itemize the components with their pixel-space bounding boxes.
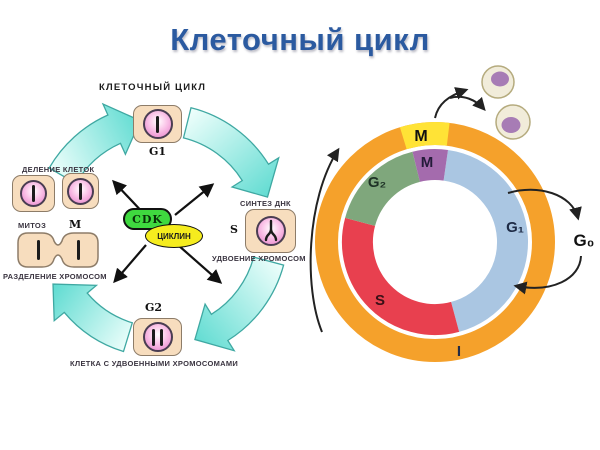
segment-g1 xyxy=(443,149,529,332)
cycle-arrow-to-s xyxy=(182,107,280,198)
cell-daughter-right xyxy=(62,173,99,209)
phase-label-g2: G2 xyxy=(145,301,163,314)
arrow-g0-to-g1 xyxy=(513,255,582,295)
label-chromosome-doubling: УДВОЕНИЕ ХРОМОСОМ xyxy=(212,254,306,263)
cycle-arrows-canvas xyxy=(17,102,285,353)
cycle-arrow-to-g2 xyxy=(194,256,285,352)
nucleus xyxy=(67,177,94,205)
arrow-g1-to-g0 xyxy=(507,188,582,221)
cell-dividing-peanut xyxy=(17,232,99,268)
phase-label-m: М xyxy=(69,218,82,231)
label-mitosis: МИТОЗ xyxy=(18,221,47,230)
segment-m xyxy=(412,149,448,182)
arrow-to-synthesis xyxy=(174,183,215,216)
arrow-to-separation xyxy=(113,244,147,284)
label-m-inner: M xyxy=(421,154,434,171)
cell-daughter-left xyxy=(12,175,55,212)
cyclin-badge: ЦИКЛИН xyxy=(145,224,203,248)
label-i: I xyxy=(457,343,461,360)
label-g0: G₀ xyxy=(574,231,595,250)
arrow-to-doubling xyxy=(177,244,223,284)
label-g1: G₁ xyxy=(506,219,524,236)
chromosome-bar xyxy=(156,115,159,133)
replication-fork-icon xyxy=(264,219,277,242)
page-title: Клеточный цикл xyxy=(170,22,430,57)
cell-g2 xyxy=(133,318,182,356)
arrow-cycle-direction xyxy=(309,147,340,333)
cycle-ring-diagram: M M G₂ G₁ S I G₀ xyxy=(300,60,600,395)
arrow-mitosis-exit-1 xyxy=(434,87,469,119)
nucleus xyxy=(20,180,47,207)
nucleus xyxy=(255,216,286,246)
cycle-schematic: CDK ЦИКЛИН КЛЕТОЧНЫЙ ЦИКЛ G1 ДЕЛЕНИЕ КЛЕ… xyxy=(0,75,322,387)
chromosome-bar xyxy=(79,182,82,200)
label-cell-division: ДЕЛЕНИЕ КЛЕТОК xyxy=(22,165,95,174)
daughter-cell-1 xyxy=(481,65,515,99)
cell-g1 xyxy=(133,105,182,143)
arrow-mitosis-exit-2 xyxy=(449,95,486,111)
label-chromosome-separation: РАЗДЕЛЕНИЕ ХРОМОСОМ xyxy=(3,272,107,281)
chromosome-bar xyxy=(37,240,40,260)
ring-canvas: M M G₂ G₁ S I G₀ xyxy=(309,65,595,362)
cycle-arrow-to-m xyxy=(52,283,134,353)
phase-label-s: S xyxy=(230,223,238,236)
cell-s-phase xyxy=(245,209,296,253)
ring-m-wedge xyxy=(399,122,450,150)
nucleus xyxy=(491,71,509,87)
nucleus xyxy=(142,322,173,352)
label-s: S xyxy=(375,292,385,309)
phase-label-g1: G1 xyxy=(149,145,167,158)
chromosome-bar xyxy=(152,328,155,346)
chromosome-bar xyxy=(77,240,80,260)
label-m-outer: M xyxy=(414,128,427,145)
label-doubled-cell: КЛЕТКА С УДВОЕННЫМИ ХРОМОСОМАМИ xyxy=(70,359,239,368)
label-g2: G₂ xyxy=(368,174,386,191)
chromosome-bar xyxy=(32,185,35,202)
left-diagram-heading: КЛЕТОЧНЫЙ ЦИКЛ xyxy=(99,82,207,93)
nucleus xyxy=(142,109,173,139)
nucleus xyxy=(501,117,521,133)
chromosome-bar xyxy=(160,328,163,346)
label-dna-synthesis: СИНТЕЗ ДНК xyxy=(240,199,291,208)
segment-s xyxy=(341,217,460,336)
cdk-action-arrows xyxy=(112,179,223,284)
segment-g2 xyxy=(345,151,421,227)
daughter-cell-2 xyxy=(495,104,531,140)
